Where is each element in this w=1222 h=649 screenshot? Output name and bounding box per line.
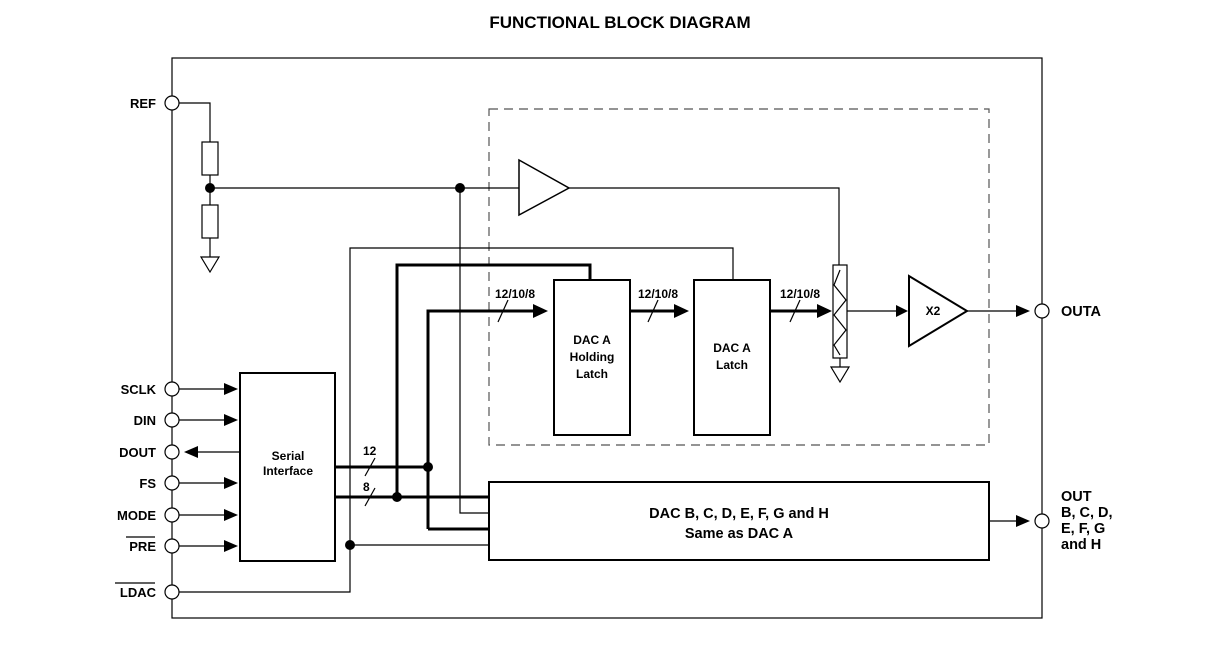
- fs-pin: FS: [139, 475, 238, 491]
- dac-b-h-label-2: Same as DAC A: [685, 526, 794, 542]
- out-b-h-label-1: OUT: [1061, 489, 1092, 505]
- out-b-h-label-2: B, C, D,: [1061, 505, 1113, 521]
- ref-pin: REF: [130, 95, 180, 111]
- holding-latch-label-2: Holding: [570, 350, 615, 364]
- serial-interface-label-2: Interface: [263, 464, 313, 478]
- out-b-h-pin: OUT B, C, D, E, F, G and H: [1034, 489, 1113, 553]
- sclk-pin-label: SCLK: [121, 382, 157, 397]
- latch-label-1: DAC A: [713, 341, 751, 355]
- bus-width-a-2: 12/10/8: [638, 287, 678, 301]
- dac-b-h-label-1: DAC B, C, D, E, F, G and H: [649, 506, 829, 522]
- latch-label-2: Latch: [716, 358, 748, 372]
- holding-latch-label-1: DAC A: [573, 333, 611, 347]
- ref-pin-label: REF: [130, 96, 156, 111]
- dout-pin-label: DOUT: [119, 445, 156, 460]
- din-pin-label: DIN: [134, 413, 156, 428]
- dac-a-holding-latch: [553, 279, 631, 436]
- pre-pin-label: PRE: [129, 539, 156, 554]
- outa-pin-label: OUTA: [1061, 304, 1102, 320]
- holding-latch-label-3: Latch: [576, 367, 608, 381]
- fs-pin-label: FS: [139, 476, 156, 491]
- chip-outline: [171, 57, 1043, 619]
- pre-pin: PRE: [126, 536, 238, 554]
- x2-output-amplifier: [908, 274, 969, 348]
- bus-width-8: 8: [363, 480, 370, 494]
- reference-buffer-amplifier: [518, 158, 571, 217]
- sclk-pin: SCLK: [121, 381, 238, 397]
- bus-width-12: 12: [363, 444, 377, 458]
- x2-label: X2: [926, 304, 941, 318]
- ground-symbol-dac: [829, 366, 851, 384]
- din-pin: DIN: [134, 412, 238, 428]
- dac-a-region: [488, 108, 990, 446]
- mode-pin: MODE: [117, 507, 238, 523]
- dac-a-latch: [693, 279, 771, 436]
- dac-b-h-block: [488, 481, 990, 561]
- diagram-title: FUNCTIONAL BLOCK DIAGRAM: [489, 13, 750, 32]
- resistor-bottom: [201, 204, 219, 239]
- serial-interface-label-1: Serial: [272, 449, 305, 463]
- resistor-top: [201, 141, 219, 176]
- bus-width-a-1: 12/10/8: [495, 287, 535, 301]
- mode-pin-label: MODE: [117, 508, 156, 523]
- dout-pin: DOUT: [119, 444, 240, 460]
- ldac-pin-label: LDAC: [120, 585, 157, 600]
- bus-width-a-3: 12/10/8: [780, 287, 820, 301]
- ldac-pin: LDAC: [115, 582, 180, 600]
- outa-pin: OUTA: [1034, 303, 1102, 320]
- out-b-h-label-3: E, F, G: [1061, 521, 1105, 537]
- out-b-h-label-4: and H: [1061, 537, 1101, 553]
- ground-symbol-ref: [199, 256, 221, 274]
